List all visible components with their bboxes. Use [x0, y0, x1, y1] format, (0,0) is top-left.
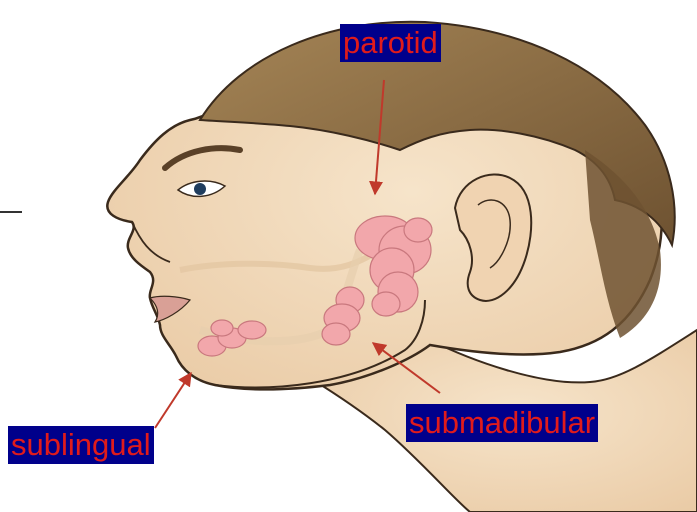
- pupil: [194, 183, 206, 195]
- parotid-label: parotid: [340, 24, 441, 62]
- sublingual-pointer: [155, 373, 191, 428]
- submandibular-label: submadibular: [406, 404, 598, 442]
- sublingual-label: sublingual: [8, 426, 154, 464]
